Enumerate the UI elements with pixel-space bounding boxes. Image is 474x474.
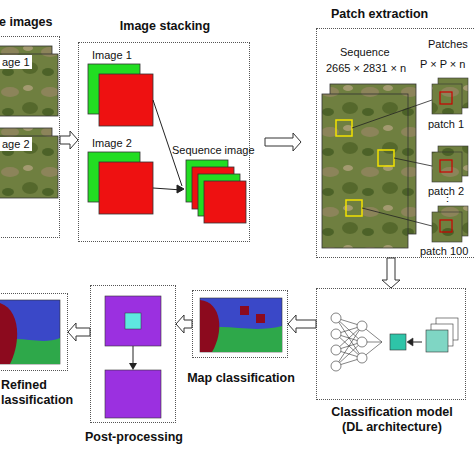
leader-lines	[352, 100, 432, 226]
image-label: Patches	[428, 38, 468, 51]
stage-panel: Classification model (DL architecture)	[316, 288, 466, 400]
image-label: patch 1	[428, 118, 464, 131]
flow-arrow	[382, 258, 400, 288]
image-label: Image 1	[92, 49, 132, 62]
sequence-image	[322, 84, 416, 248]
stage-title: Patch extraction	[331, 7, 471, 22]
class-map	[200, 298, 282, 352]
image-label: P × P × n	[420, 58, 465, 71]
flow-arrow	[68, 323, 90, 341]
image-label: Image 2	[92, 137, 132, 150]
satellite-image	[0, 46, 58, 198]
stage-title: Image stacking	[79, 19, 251, 34]
image-label: Sequence	[340, 46, 390, 59]
stage-panel: Map classification	[192, 290, 288, 358]
flow-arrow	[288, 315, 316, 333]
stage-title: e images	[0, 15, 79, 30]
image-label: age 1	[2, 56, 30, 69]
stage-title: Map classification	[173, 371, 309, 386]
filter-step	[105, 296, 161, 418]
image-label: patch 100	[420, 245, 468, 258]
stage-title: Refined lassification	[1, 378, 71, 408]
stage-title: Post-processing	[71, 430, 197, 445]
stage-panel: Refined lassification	[0, 293, 68, 371]
image-label: age 2	[2, 138, 30, 151]
stage-title: Classification model (DL architecture)	[325, 405, 459, 435]
flow-arrow	[60, 131, 78, 149]
band-stack	[88, 64, 246, 223]
neural-network	[331, 313, 458, 371]
flow-arrow	[176, 315, 192, 333]
patch-thumbnails	[432, 78, 468, 242]
image-label: ⋮	[442, 192, 453, 205]
refined-map	[0, 300, 60, 364]
image-label: Sequence image	[172, 144, 255, 157]
flow-arrow	[265, 133, 301, 151]
stage-panel: Post-processing	[90, 285, 176, 423]
image-label: 2665 × 2831 × n	[326, 62, 406, 75]
